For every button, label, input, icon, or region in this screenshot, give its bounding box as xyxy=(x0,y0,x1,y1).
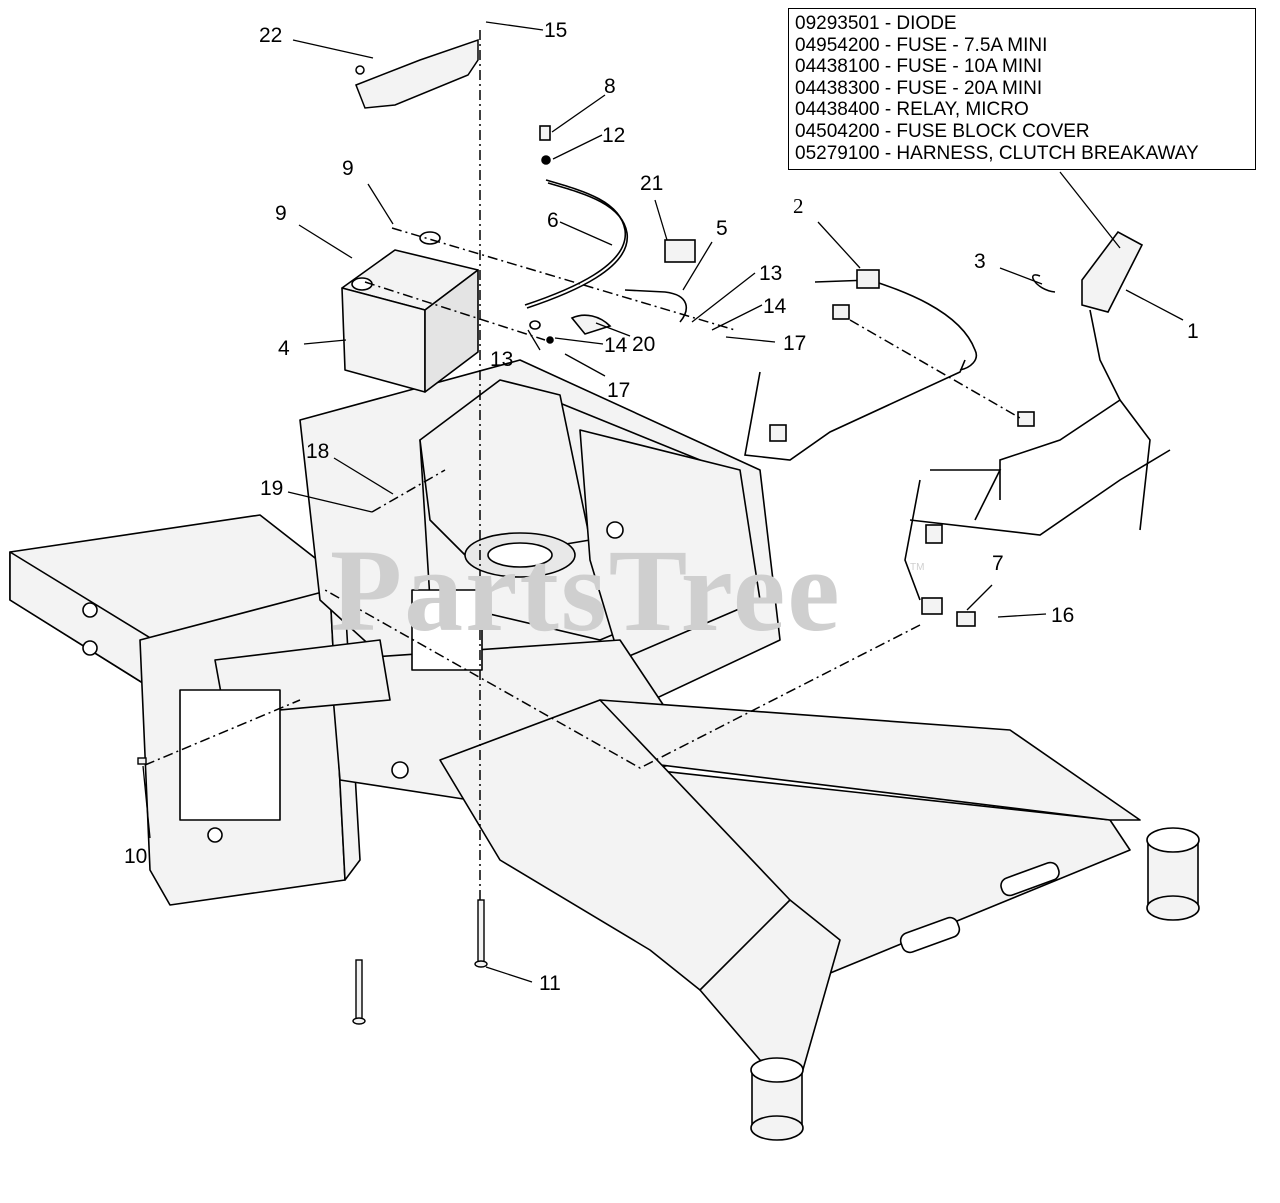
battery-part-4 xyxy=(341,231,479,393)
watermark-tm: TM xyxy=(910,562,924,573)
mower-frame-drawing xyxy=(9,359,1200,1141)
cable-hardware xyxy=(524,125,1056,344)
callout-9a: 9 xyxy=(342,157,354,180)
callout-15: 15 xyxy=(544,19,567,42)
callout-9b: 9 xyxy=(275,202,287,225)
callout-4: 4 xyxy=(278,337,290,360)
parts-legend: 09293501 - DIODE 04954200 - FUSE - 7.5A … xyxy=(788,8,1256,170)
callout-11: 11 xyxy=(539,972,561,995)
legend-line: 04438100 - FUSE - 10A MINI xyxy=(795,56,1043,78)
callout-17b: 17 xyxy=(607,379,630,402)
watermark-text: PartsTree xyxy=(330,525,842,656)
callout-numbers: 1 2 3 4 5 6 7 8 9 9 10 11 12 13 13 14 14… xyxy=(124,19,1199,995)
callout-13b: 13 xyxy=(490,348,513,371)
callout-8: 8 xyxy=(604,75,616,98)
bolts xyxy=(137,757,488,1025)
callout-1: 1 xyxy=(1187,320,1199,343)
callout-18: 18 xyxy=(306,440,329,463)
watermark: PartsTree TM xyxy=(330,525,924,656)
callout-16: 16 xyxy=(1051,604,1074,627)
callout-13a: 13 xyxy=(759,262,782,285)
legend-line: 05279100 - HARNESS, CLUTCH BREAKAWAY xyxy=(795,142,1199,164)
callout-6: 6 xyxy=(547,209,559,232)
callout-7: 7 xyxy=(992,552,1004,575)
callout-17a: 17 xyxy=(783,332,806,355)
leader-lines xyxy=(142,21,1184,983)
callout-5: 5 xyxy=(716,217,728,240)
callout-3: 3 xyxy=(974,250,986,273)
callout-20: 20 xyxy=(632,333,655,356)
callout-10: 10 xyxy=(124,845,147,868)
assembly-lines xyxy=(144,30,1021,960)
wiring-harness xyxy=(744,230,1171,627)
legend-line: 04438400 - RELAY, MICRO xyxy=(795,99,1029,121)
callout-21: 21 xyxy=(640,172,663,195)
legend-line: 04954200 - FUSE - 7.5A MINI xyxy=(795,34,1048,56)
bracket-part-22 xyxy=(355,38,479,109)
callout-19: 19 xyxy=(260,477,283,500)
callout-14a: 14 xyxy=(763,295,787,318)
callout-2: 2 xyxy=(793,194,804,218)
callout-14b: 14 xyxy=(604,334,628,357)
legend-line: 04438300 - FUSE - 20A MINI xyxy=(795,77,1043,99)
callout-12: 12 xyxy=(602,124,625,147)
legend-line: 04504200 - FUSE BLOCK COVER xyxy=(795,120,1090,142)
callout-22: 22 xyxy=(259,24,282,47)
legend-line: 09293501 - DIODE xyxy=(795,13,957,34)
